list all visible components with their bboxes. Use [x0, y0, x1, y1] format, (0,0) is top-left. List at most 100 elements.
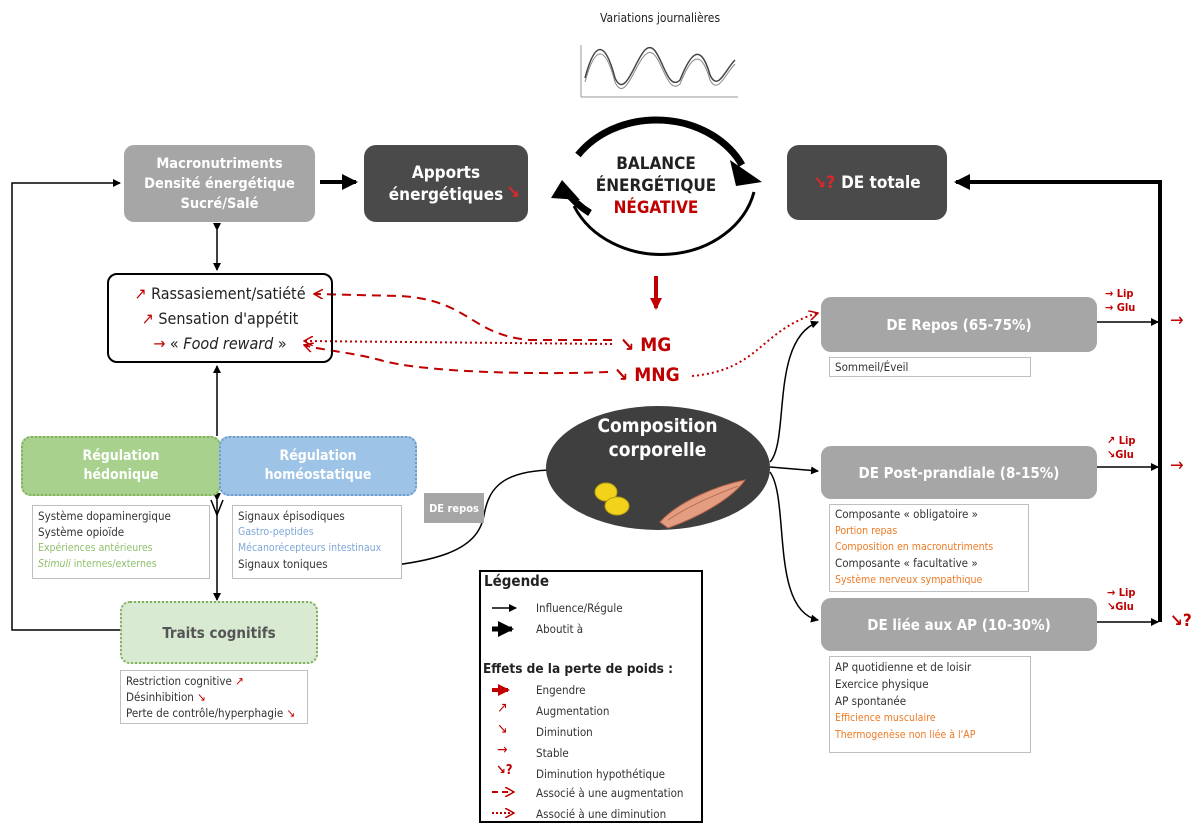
de-ap-detail-item: Exercice physique — [835, 677, 929, 691]
balance-energetique: BALANCE ÉNERGÉTIQUE NÉGATIVE — [585, 146, 727, 226]
reg-hedonique-line2: hédonique — [83, 467, 159, 483]
legend-stable: Stable — [536, 746, 569, 760]
mng-text: MNG — [634, 364, 680, 386]
composition-corporelle-label: Composition corporelle — [575, 408, 740, 468]
traits-list: Restriction cognitive ↗ Désinhibition ↘ … — [120, 670, 308, 724]
legend-effets-title: Effets de la perte de poids : — [483, 661, 673, 677]
food-reward-label: Food reward — [183, 334, 274, 353]
stimuli-text: Stimuli — [38, 558, 71, 570]
stimuli-rest: internes/externes — [70, 558, 157, 570]
macronutriments-line2: Densité énergétique — [144, 175, 295, 192]
de-postprandiale-out: → — [1170, 455, 1184, 476]
macronutriments-box: Macronutriments Densité énergétique Sucr… — [124, 145, 315, 222]
balance-line3: NÉGATIVE — [613, 198, 699, 218]
homeo-item: Signaux toniques — [238, 557, 328, 571]
hedonique-item: Stimuli internes/externes — [38, 556, 204, 572]
de-totale-trend: ↘? — [813, 172, 836, 193]
de-totale-box: ↘? DE totale — [787, 145, 947, 220]
de-repos-detail: Sommeil/Éveil — [829, 357, 1031, 377]
fat-cells-icon — [594, 482, 630, 516]
macronutriments-line3: Sucré/Salé — [180, 195, 259, 212]
homeo-item: Mécanorécepteurs intestinaux — [238, 542, 382, 554]
legend-diminution: Diminution — [536, 725, 593, 739]
de-repos-out: → — [1170, 310, 1184, 331]
legend-sym-dim: ↘ — [497, 721, 508, 737]
homeo-item: Gastro-peptides — [238, 526, 314, 538]
legend-influence: Influence/Régule — [536, 601, 623, 615]
appetit-trend: ↗ — [141, 309, 154, 328]
mng-label: ↘ MNG — [614, 364, 680, 386]
reg-hedonique-line1: Régulation — [82, 448, 160, 464]
de-repos-glu: → Glu — [1105, 301, 1136, 314]
reg-homeo-line1: Régulation — [279, 448, 357, 464]
traits-item-label: Restriction cognitive — [126, 674, 232, 688]
traits-cognitifs-box: Traits cognitifs — [120, 601, 318, 664]
reg-homeo-line2: homéostatique — [264, 467, 372, 483]
de-ap-detail-item: Efficience musculaire — [835, 712, 936, 724]
de-ap-glu: ↘Glu — [1107, 600, 1134, 613]
appetit-label: Sensation d'appétit — [158, 309, 299, 328]
de-ap-box: DE liée aux AP (10-30%) — [821, 598, 1097, 651]
hedonique-list: Système dopaminergique Système opioïde E… — [32, 505, 210, 579]
traits-item-label: Perte de contrôle/hyperphagie — [126, 706, 284, 720]
food-reward-row: → « Food reward » — [109, 331, 331, 356]
de-ap-detail-item: Thermogenèse non liée à l'AP — [835, 729, 976, 741]
de-ap-detail-item: AP spontanée — [835, 694, 907, 708]
traits-item-label: Désinhibition — [126, 690, 194, 704]
legend-assoc-dim: Associé à une diminution — [536, 807, 667, 821]
muscle-icon — [659, 479, 747, 529]
traits-item: Désinhibition ↘ — [126, 689, 302, 705]
traits-item: Restriction cognitive ↗ — [126, 673, 302, 689]
mg-label: ↘ MG — [620, 334, 671, 356]
food-reward-close-quote: » — [273, 334, 287, 353]
de-repos-lip: → Lip — [1105, 287, 1134, 300]
apports-energetiques-box: Apports énergétiques ↘ — [364, 145, 528, 222]
daily-variation-chart — [580, 45, 738, 98]
homeostatique-list: Signaux épisodiques Gastro-peptides Méca… — [232, 505, 402, 579]
de-postprandiale-detail: Composante « obligatoire » Portion repas… — [829, 504, 1029, 592]
appetit-box: ↗ Rassasiement/satiété ↗ Sensation d'app… — [107, 273, 333, 363]
de-pp-detail-item: Système nerveux sympathique — [835, 574, 983, 586]
food-reward-open-quote: « — [169, 334, 184, 353]
balance-cycle-arrows — [551, 116, 762, 256]
rassasiement-label: Rassasiement/satiété — [151, 284, 306, 303]
regulation-hedonique-box: Régulation hédonique — [21, 436, 221, 496]
rassasiement-row: ↗ Rassasiement/satiété — [109, 281, 331, 306]
legend-aboutit: Aboutit à — [536, 622, 584, 636]
rassasiement-trend: ↗ — [134, 284, 147, 303]
apports-line1: Apports — [411, 162, 481, 183]
traits-item: Perte de contrôle/hyperphagie ↘ — [126, 705, 302, 721]
traits-item-trend: ↘ — [197, 690, 206, 704]
composition-line1: Composition — [597, 415, 718, 437]
de-pp-detail-item: Composante « facultative » — [835, 556, 978, 570]
de-totale-label: DE totale — [841, 172, 921, 193]
de-postprandiale-substrates: ↗ Lip ↘Glu — [1107, 434, 1136, 462]
balance-line2: ÉNERGÉTIQUE — [595, 176, 717, 196]
legend-sym-aug: ↗ — [497, 700, 508, 716]
traits-item-trend: ↗ — [235, 674, 244, 688]
legend-dim-hyp: Diminution hypothétique — [536, 767, 665, 781]
hedonique-item: Expériences antérieures — [38, 542, 153, 554]
food-reward-trend: → — [153, 334, 166, 353]
de-postprandiale-box: DE Post-prandiale (8-15%) — [821, 446, 1097, 499]
appetit-row: ↗ Sensation d'appétit — [109, 306, 331, 331]
macronutriments-line1: Macronutriments — [156, 155, 283, 172]
composition-line2: corporelle — [608, 439, 707, 461]
mg-text: MG — [640, 334, 672, 356]
legend-augmentation: Augmentation — [536, 704, 610, 718]
legend-symbols — [492, 604, 517, 813]
de-ap-detail: AP quotidienne et de loisir Exercice phy… — [829, 656, 1031, 753]
hedonique-item: Système opioïde — [38, 525, 125, 539]
mng-trend: ↘ — [614, 364, 629, 386]
legend-sym-stable: → — [497, 742, 508, 758]
de-ap-substrates: → Lip ↘Glu — [1107, 586, 1136, 614]
hedonique-item: Système dopaminergique — [38, 509, 171, 523]
legend-sym-hyp: ↘? — [496, 763, 513, 778]
legend-assoc-aug: Associé à une augmentation — [536, 786, 684, 800]
apports-line2: énergétiques — [388, 184, 504, 205]
de-pp-lip: ↗ Lip — [1107, 434, 1136, 447]
de-repos-tag: DE repos — [424, 493, 484, 523]
mg-trend: ↘ — [620, 334, 635, 356]
de-ap-out: ↘? — [1170, 611, 1192, 631]
traits-item-trend: ↘ — [286, 706, 296, 720]
